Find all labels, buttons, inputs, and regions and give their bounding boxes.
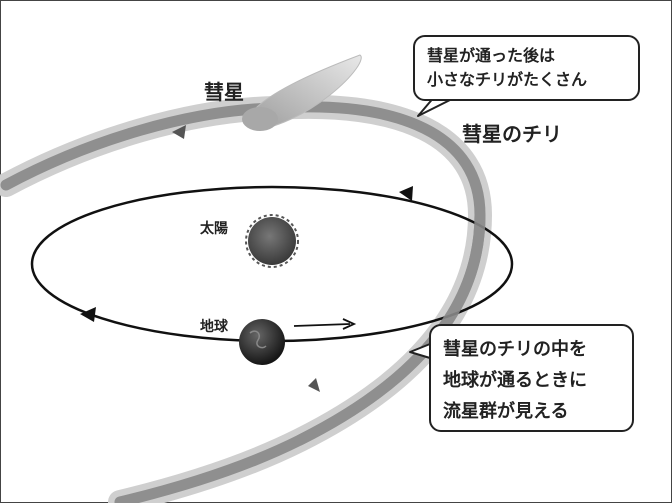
comet-dust-trail: [0, 94, 493, 503]
comet-dust-label: 彗星のチリ: [462, 122, 562, 146]
trail-arrow-icon: [308, 378, 320, 392]
trail-arrow-icon: [172, 125, 186, 139]
orbit-arrow-icon: [399, 186, 413, 201]
callout-top-line-1: 彗星が通った後は: [427, 46, 556, 65]
sun-label: 太陽: [200, 221, 228, 237]
comet-icon: [242, 54, 362, 131]
earth-icon: [239, 319, 285, 365]
callout-bottom-line-2: 地球が通るときに: [443, 370, 587, 391]
orbit-arrow-icon: [80, 307, 96, 322]
earth-label: 地球: [200, 319, 228, 335]
callout-bottom-line-3: 流星群が見える: [443, 401, 569, 422]
callout-tail-bottom: [409, 343, 431, 359]
callout-tail-top: [417, 95, 451, 117]
callout-top: 彗星が通った後は 小さなチリがたくさん: [413, 35, 640, 101]
callout-bottom-line-1: 彗星のチリの中を: [443, 339, 587, 360]
comet-label: 彗星: [204, 80, 244, 104]
sun-icon: [245, 214, 299, 268]
callout-top-line-2: 小さなチリがたくさん: [427, 70, 588, 89]
earth-direction-arrow-icon: [293, 318, 357, 330]
callout-bottom: 彗星のチリの中を 地球が通るときに 流星群が見える: [429, 324, 634, 432]
